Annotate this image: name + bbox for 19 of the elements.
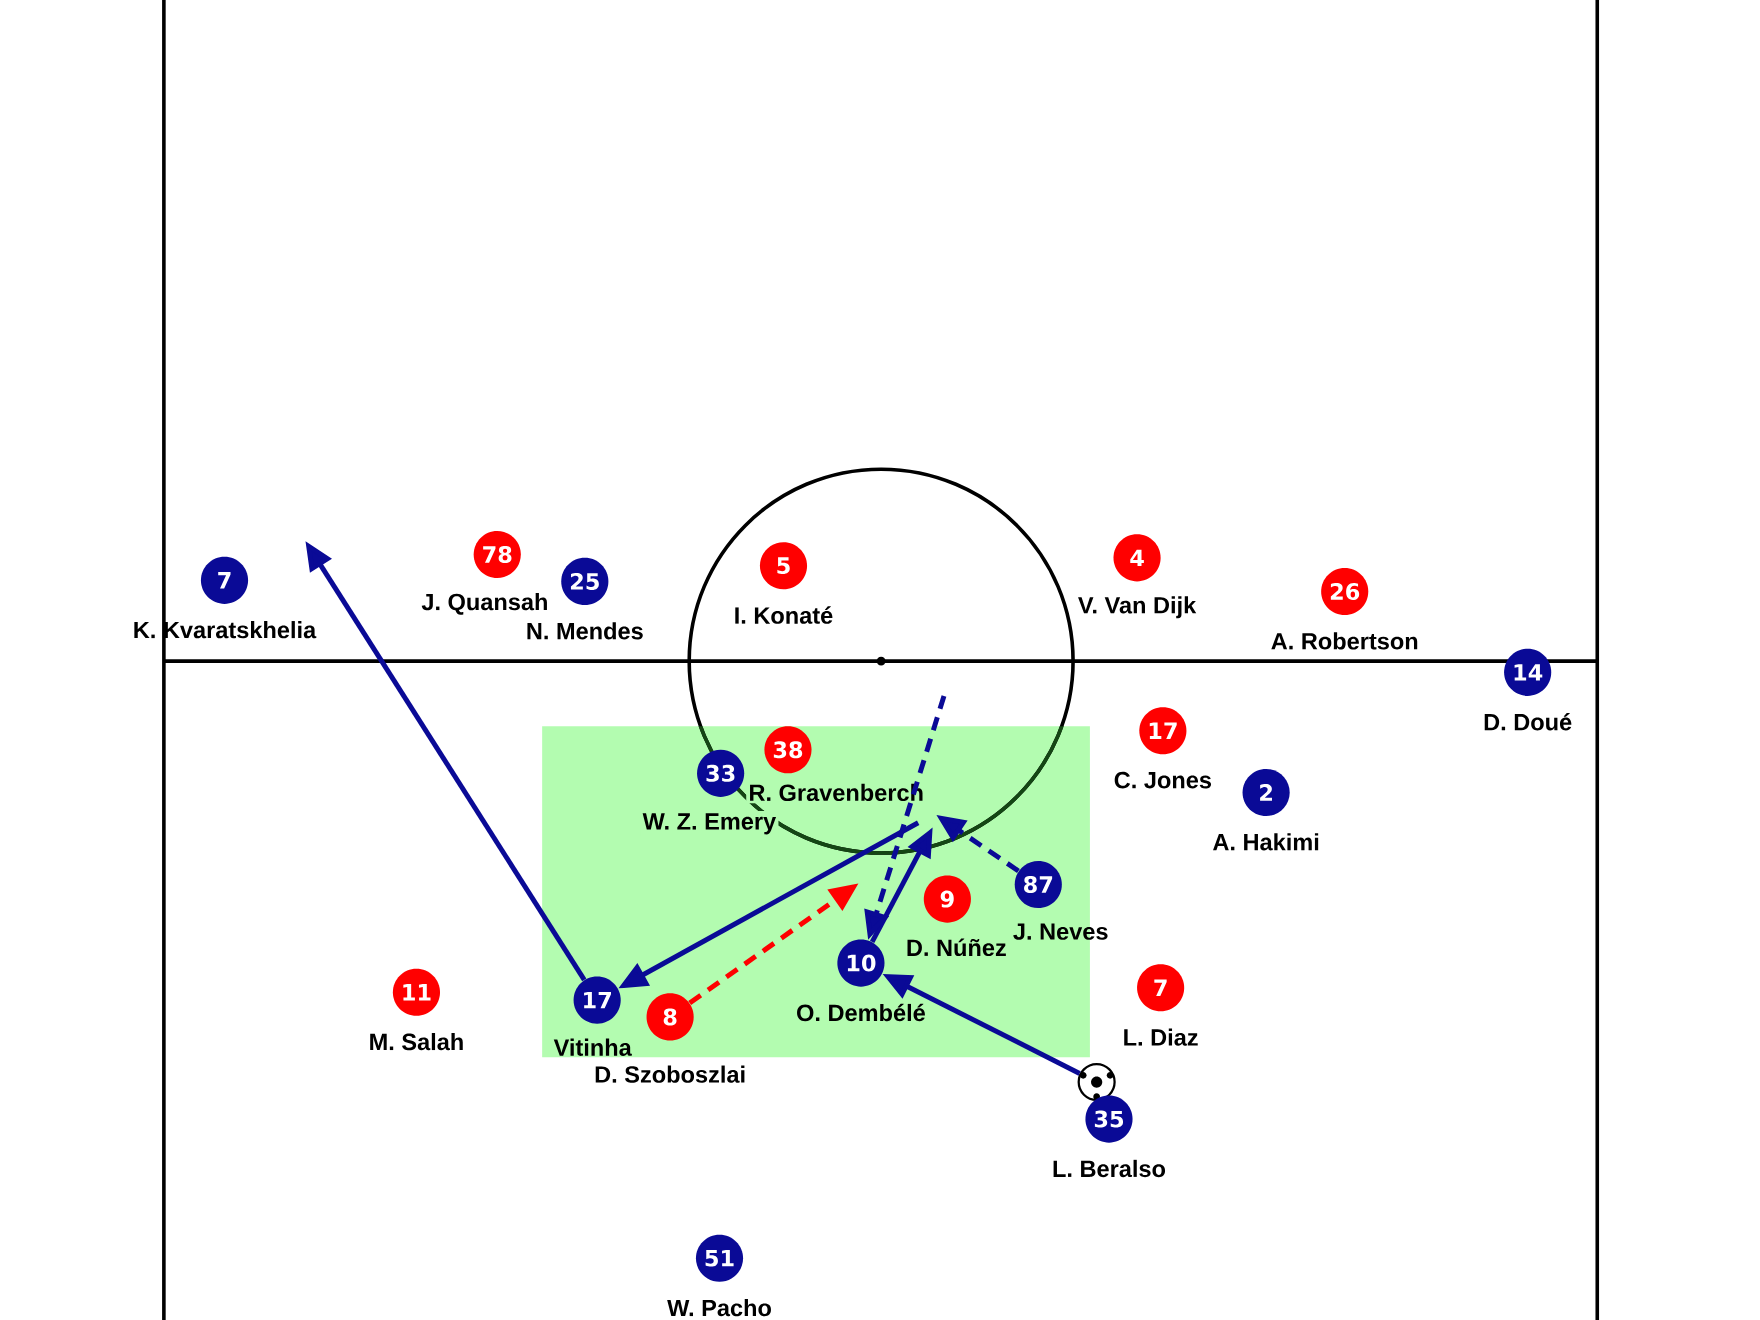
player-name: V. Van Dijk [1078,596,1197,619]
player-name: N. Mendes [527,622,643,640]
player-name: J. Quansah [421,593,547,615]
player-name: I. Konaté [735,606,833,624]
player-name: L. Diaz [1124,1028,1198,1046]
player-name: L. Beralso [1053,1159,1166,1178]
player-name: A. Hakimi [1213,833,1319,851]
player-name: D. Szoboszlai [595,1065,745,1083]
player-name: D. Doué [1484,712,1572,731]
player-name: C. Jones [1114,771,1211,789]
player-name: J. Neves [1013,923,1108,940]
player-name: W. Pacho [667,1299,771,1317]
player-name: O. Dembélé [797,1003,925,1022]
ball-icon [1077,1062,1116,1102]
player-name: A. Robertson [1271,632,1418,650]
player-name: Vitinha [553,1038,632,1056]
player-name: M. Salah [370,1033,463,1051]
player-name: W. Z. Emery [640,811,779,837]
player-name: D. Núñez [907,938,1006,957]
